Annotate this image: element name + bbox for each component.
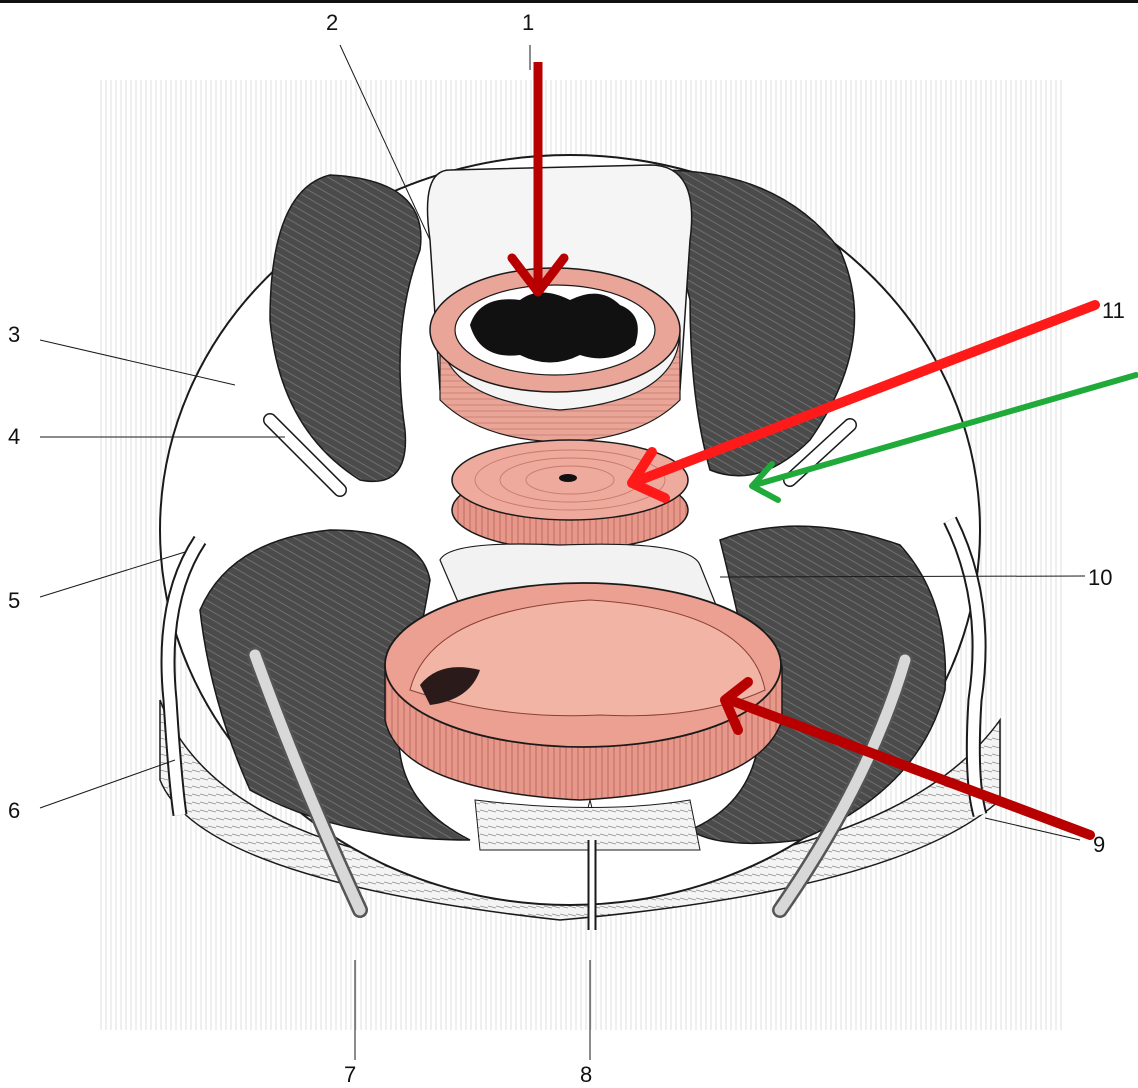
label-8: 8 — [580, 1062, 592, 1087]
middle-disc-lumen — [559, 474, 577, 482]
label-6: 6 — [8, 798, 20, 823]
label-10: 10 — [1088, 565, 1112, 590]
rectum-lumen — [470, 293, 638, 363]
label-7: 7 — [344, 1062, 356, 1087]
label-2: 2 — [326, 10, 338, 35]
label-3: 3 — [8, 322, 20, 347]
label-1: 1 — [522, 10, 534, 35]
label-11: 11 — [1102, 298, 1125, 323]
label-5: 5 — [8, 588, 20, 613]
label-4: 4 — [8, 424, 20, 449]
